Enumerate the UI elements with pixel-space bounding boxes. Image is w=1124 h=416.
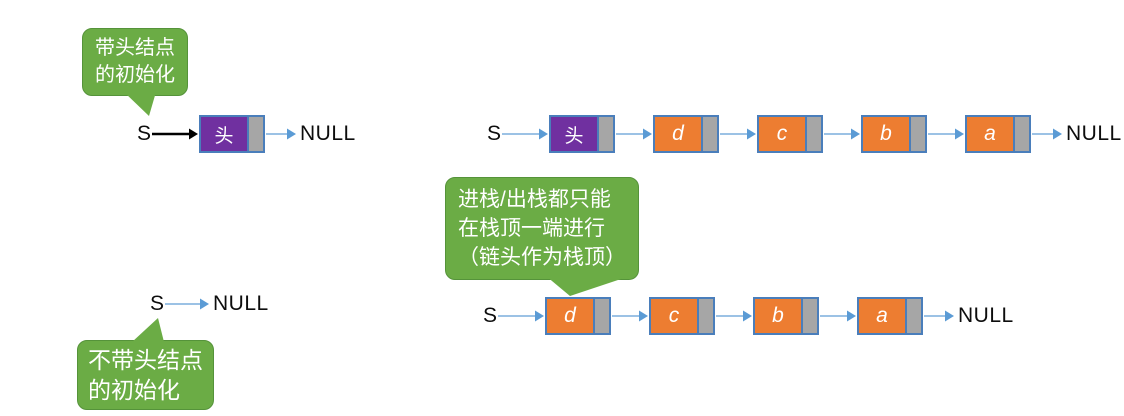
blue-arrow-icon bbox=[498, 310, 545, 322]
null-label: NULL bbox=[1066, 122, 1122, 145]
node-pointer-field bbox=[909, 117, 926, 151]
callout-text-line: 的初始化 bbox=[88, 377, 180, 403]
blue-arrow-icon bbox=[928, 128, 965, 140]
node-pointer-field bbox=[597, 117, 614, 151]
node-pointer-field bbox=[905, 299, 922, 333]
node-label: b bbox=[880, 122, 892, 145]
node-pointer-field bbox=[593, 299, 610, 333]
node-label: d bbox=[672, 122, 684, 145]
blue-arrow-icon bbox=[820, 310, 857, 322]
stack-pointer-label: S bbox=[150, 292, 165, 315]
callout-text-line: （链头作为栈顶） bbox=[458, 246, 626, 269]
node-data-field: c bbox=[759, 117, 806, 151]
blue-arrow-icon bbox=[824, 128, 861, 140]
node-pointer-field bbox=[801, 299, 818, 333]
blue-arrow-icon bbox=[266, 128, 297, 140]
blue-arrow-icon bbox=[924, 310, 955, 322]
head-node-box: 头 bbox=[199, 115, 266, 153]
node-label: d bbox=[564, 304, 576, 327]
node-label: b bbox=[772, 304, 784, 327]
node-pointer-field bbox=[247, 117, 264, 151]
row-empty-no-head: S NULL bbox=[150, 285, 269, 323]
node-pointer-field bbox=[701, 117, 718, 151]
callout-text-line: 的初始化 bbox=[95, 64, 175, 86]
blue-arrow-icon bbox=[716, 310, 753, 322]
null-label: NULL bbox=[958, 304, 1014, 327]
node-data-field: a bbox=[859, 299, 906, 333]
callout-no-head-init: 不带头结点 的初始化 bbox=[77, 340, 214, 410]
head-node-box: 头 bbox=[549, 115, 616, 153]
callout-head-init: 带头结点 的初始化 bbox=[82, 28, 188, 96]
node-data-field: 头 bbox=[551, 117, 598, 151]
node-data-field: d bbox=[655, 117, 702, 151]
node-label: a bbox=[984, 122, 996, 145]
callout-tail bbox=[546, 276, 630, 296]
callout-text-line: 带头结点 bbox=[95, 37, 175, 59]
node-label: a bbox=[876, 304, 888, 327]
black-arrow-icon bbox=[152, 128, 199, 140]
data-node-box: c bbox=[649, 297, 716, 335]
node-label: c bbox=[776, 122, 788, 145]
callout-text-line: 在栈顶一端进行 bbox=[458, 217, 605, 240]
data-node-box: b bbox=[753, 297, 820, 335]
node-data-field: 头 bbox=[201, 117, 248, 151]
node-pointer-field bbox=[1013, 117, 1030, 151]
node-data-field: c bbox=[651, 299, 698, 333]
node-data-field: b bbox=[755, 299, 802, 333]
blue-arrow-icon bbox=[1032, 128, 1063, 140]
callout-text-line: 不带头结点 bbox=[88, 347, 203, 373]
node-pointer-field bbox=[697, 299, 714, 333]
node-label: 头 bbox=[214, 125, 234, 147]
blue-arrow-icon bbox=[165, 298, 210, 310]
data-node-box: d bbox=[653, 115, 720, 153]
data-node-box: b bbox=[861, 115, 928, 153]
blue-arrow-icon bbox=[502, 128, 549, 140]
null-label: NULL bbox=[213, 292, 269, 315]
blue-arrow-icon bbox=[612, 310, 649, 322]
row-stack-with-head: S 头 d c b a NULL bbox=[487, 115, 1122, 153]
stack-pointer-label: S bbox=[483, 304, 498, 327]
data-node-box: d bbox=[545, 297, 612, 335]
node-data-field: d bbox=[547, 299, 594, 333]
callout-push-pop: 进栈/出栈都只能 在栈顶一端进行 （链头作为栈顶） bbox=[445, 177, 639, 280]
stack-pointer-label: S bbox=[137, 122, 152, 145]
blue-arrow-icon bbox=[720, 128, 757, 140]
data-node-box: a bbox=[857, 297, 924, 335]
row-head-initialized: S 头 NULL bbox=[137, 115, 356, 153]
node-pointer-field bbox=[805, 117, 822, 151]
node-data-field: a bbox=[967, 117, 1014, 151]
null-label: NULL bbox=[300, 122, 356, 145]
data-node-box: c bbox=[757, 115, 824, 153]
node-data-field: b bbox=[863, 117, 910, 151]
callout-tail bbox=[132, 318, 164, 342]
blue-arrow-icon bbox=[616, 128, 653, 140]
data-node-box: a bbox=[965, 115, 1032, 153]
node-label: c bbox=[668, 304, 680, 327]
callout-tail bbox=[124, 92, 156, 116]
callout-text-line: 进栈/出栈都只能 bbox=[458, 188, 611, 211]
stack-pointer-label: S bbox=[487, 122, 502, 145]
node-label: 头 bbox=[564, 125, 584, 147]
